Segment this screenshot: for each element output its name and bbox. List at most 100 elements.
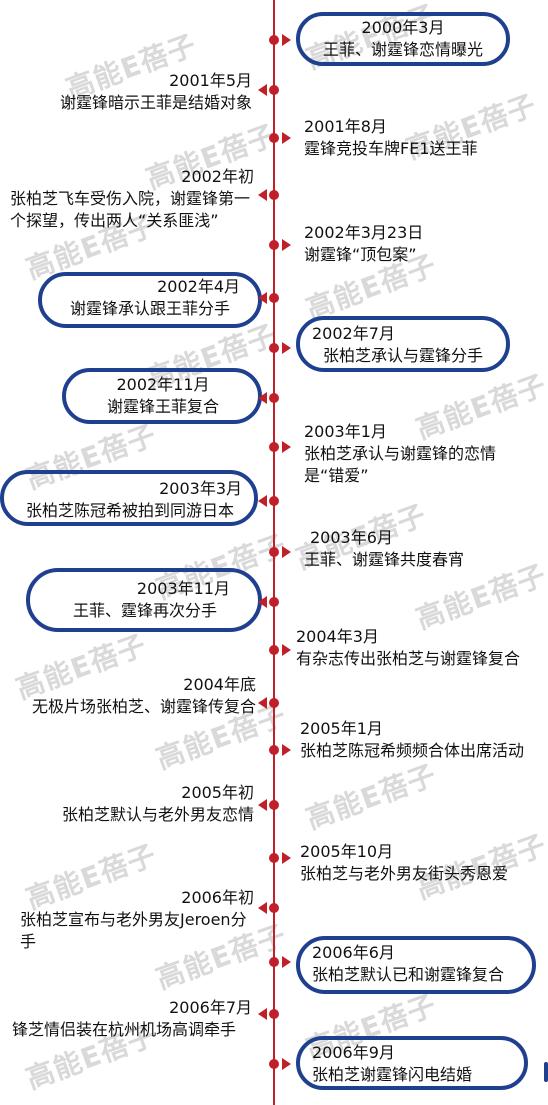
timeline-dot xyxy=(269,35,279,45)
event-desc: 谢霆锋王菲复合 xyxy=(106,397,219,416)
timeline-event: 2002年初 张柏芝飞车受伤入院，谢霆锋第一个探望，传出两人“关系匪浅” xyxy=(10,166,256,232)
timeline-dot xyxy=(269,547,279,557)
timeline-dot xyxy=(269,645,279,655)
highlight-oval xyxy=(296,316,510,372)
arrow-right-icon xyxy=(282,744,291,756)
arrow-left-icon xyxy=(258,84,267,96)
timeline-event: 2003年3月 张柏芝陈冠希被拍到同游日本 xyxy=(8,478,252,522)
event-desc: 有杂志传出张柏芝与谢霆锋复合 xyxy=(296,649,521,668)
event-desc: 无极片场张柏芝、谢霆锋传复合 xyxy=(31,697,256,716)
event-date: 2005年1月 xyxy=(300,719,383,738)
arrow-left-icon xyxy=(258,189,267,201)
timeline-event: 2002年4月 谢霆锋承认跟王菲分手 xyxy=(44,276,256,320)
timeline-event: 2004年3月 有杂志传出张柏芝与谢霆锋复合 xyxy=(296,626,546,670)
arrow-left-icon xyxy=(258,392,267,404)
arrow-left-icon xyxy=(258,596,267,608)
timeline-event: 2006年7月 锋芝情侣装在杭州机场高调牵手 xyxy=(12,997,254,1041)
event-date: 2005年10月 xyxy=(300,842,394,861)
arrow-left-icon xyxy=(258,292,267,304)
watermark: 高能E蓓子 xyxy=(301,758,441,836)
arrow-right-icon xyxy=(282,34,291,46)
event-date: 2002年3月23日 xyxy=(304,223,424,242)
arrow-right-icon xyxy=(282,644,291,656)
arrow-left-icon xyxy=(258,799,267,811)
timeline-dot xyxy=(269,1009,279,1019)
timeline-dot xyxy=(269,190,279,200)
event-desc: 王菲、谢霆锋恋情曝光 xyxy=(322,40,483,59)
event-desc: 张柏芝谢霆锋闪电结婚 xyxy=(312,1065,473,1084)
highlight-oval xyxy=(0,470,258,526)
arrow-right-icon xyxy=(282,852,291,864)
timeline-event: 2002年7月 张柏芝承认与霆锋分手 xyxy=(304,323,502,367)
event-desc: 张柏芝宣布与老外男友Jeroen分手 xyxy=(20,910,247,951)
timeline-dot xyxy=(269,1059,279,1069)
arrow-left-icon xyxy=(258,697,267,709)
event-desc: 谢霆锋承认跟王菲分手 xyxy=(69,299,230,318)
timeline-event: 2001年5月 谢霆锋暗示王菲是结婚对象 xyxy=(20,70,252,114)
timeline-event: 2006年9月 张柏芝谢霆锋闪电结婚 xyxy=(312,1042,522,1086)
timeline-dot xyxy=(269,496,279,506)
arrow-left-icon xyxy=(258,902,267,914)
timeline-event: 2002年11月 谢霆锋王菲复合 xyxy=(70,374,256,418)
timeline-event: 2000年3月 王菲、谢霆锋恋情曝光 xyxy=(304,17,502,61)
timeline-dot xyxy=(269,745,279,755)
arrow-right-icon xyxy=(282,239,291,251)
timeline-dot xyxy=(269,240,279,250)
arrow-right-icon xyxy=(282,956,291,968)
event-date: 2002年4月 xyxy=(157,277,240,296)
timeline-event: 2003年11月 王菲、霆锋再次分手 xyxy=(34,578,256,622)
timeline-dot xyxy=(269,343,279,353)
event-desc: 张柏芝默认已和谢霆锋复合 xyxy=(312,965,505,984)
timeline-dot xyxy=(269,800,279,810)
timeline-event: 2003年1月 张柏芝承认与谢霆锋的恋情是“错爱” xyxy=(304,421,524,487)
highlight-oval xyxy=(296,936,536,994)
event-date: 2003年3月 xyxy=(159,479,242,498)
event-date: 2004年底 xyxy=(183,675,256,694)
arrow-right-icon xyxy=(282,1058,291,1070)
event-date: 2004年3月 xyxy=(296,627,379,646)
event-desc: 张柏芝陈冠希被拍到同游日本 xyxy=(25,501,234,520)
event-desc: 谢霆锋暗示王菲是结婚对象 xyxy=(59,93,252,112)
event-date: 2002年初 xyxy=(181,167,254,186)
event-desc: 张柏芝飞车受伤入院，谢霆锋第一个探望，传出两人“关系匪浅” xyxy=(10,189,251,230)
event-date: 2006年初 xyxy=(181,888,254,907)
timeline-event: 2006年初 张柏芝宣布与老外男友Jeroen分手 xyxy=(20,887,256,953)
arrow-right-icon xyxy=(282,132,291,144)
timeline-event: 2004年底 无极片场张柏芝、谢霆锋传复合 xyxy=(6,674,256,718)
event-date: 2003年11月 xyxy=(136,579,230,598)
event-date: 2001年8月 xyxy=(304,117,387,136)
event-desc: 锋芝情侣装在杭州机场高调牵手 xyxy=(12,1020,237,1039)
event-desc: 张柏芝陈冠希频频合体出席活动 xyxy=(300,741,525,760)
timeline-dot xyxy=(269,133,279,143)
timeline-dot xyxy=(269,442,279,452)
arrow-right-icon xyxy=(282,546,291,558)
arrow-left-icon xyxy=(258,495,267,507)
event-date: 2003年6月 xyxy=(310,528,393,547)
timeline-event: 2005年10月 张柏芝与老外男友街头秀恩爱 xyxy=(300,841,540,885)
event-date: 2006年9月 xyxy=(312,1043,395,1062)
timeline-event: 2001年8月 霆锋竞投车牌FE1送王菲 xyxy=(304,116,514,160)
event-desc: 王菲、谢霆锋共度春宵 xyxy=(304,550,465,569)
timeline-dot xyxy=(269,698,279,708)
timeline-event: 2003年6月 王菲、谢霆锋共度春宵 xyxy=(304,527,524,571)
timeline-dot xyxy=(269,85,279,95)
timeline-dot xyxy=(269,293,279,303)
event-desc: 张柏芝承认与谢霆锋的恋情是“错爱” xyxy=(304,444,497,485)
event-date: 2006年7月 xyxy=(169,998,252,1017)
event-date: 2006年6月 xyxy=(312,943,395,962)
event-date: 2001年5月 xyxy=(169,71,252,90)
arrow-right-icon xyxy=(282,441,291,453)
timeline-dot xyxy=(269,957,279,967)
timeline-event: 2005年初 张柏芝默认与老外男友恋情 xyxy=(20,782,254,826)
highlight-oval xyxy=(296,12,510,66)
timeline-dot xyxy=(269,853,279,863)
event-desc: 王菲、霆锋再次分手 xyxy=(72,601,217,620)
highlight-oval xyxy=(296,1036,528,1090)
timeline-dot xyxy=(269,903,279,913)
event-desc: 张柏芝承认与霆锋分手 xyxy=(322,346,483,365)
timeline-dot xyxy=(269,597,279,607)
timeline-event: 2002年3月23日 谢霆锋“顶包案” xyxy=(304,222,514,266)
event-date: 2002年11月 xyxy=(116,375,210,394)
arrow-left-icon xyxy=(258,1008,267,1020)
arrow-right-icon xyxy=(282,342,291,354)
